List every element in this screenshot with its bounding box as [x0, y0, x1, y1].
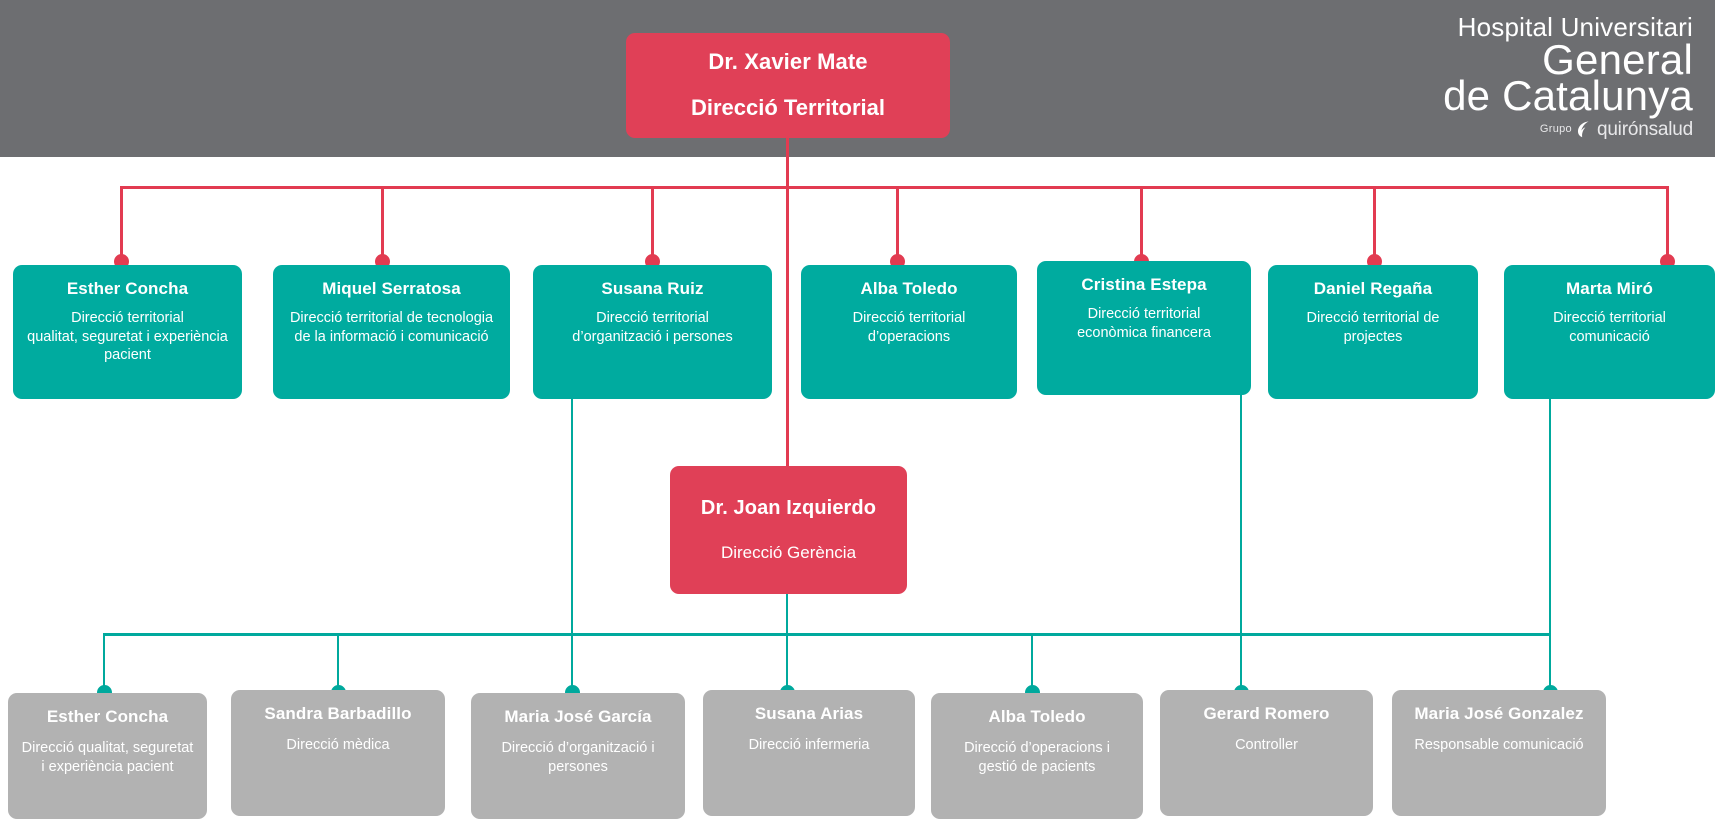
connector-cristina-estepa-down [1240, 395, 1242, 634]
node-role: Direcció d’organització i persones [501, 740, 655, 775]
node-direccio-2[interactable]: Sandra Barbadillo Direcció mèdica [231, 690, 445, 816]
node-role: Direcció infermeria [748, 737, 870, 754]
connector-drop-terr-1 [120, 186, 123, 255]
connector-drop-dir-1 [103, 633, 105, 693]
node-name: Esther Concha [66, 279, 189, 298]
connector-drop-terr-5 [1140, 186, 1143, 255]
connector-root-to-gerencia [786, 186, 789, 467]
connector-drop-dir-6 [1240, 633, 1242, 693]
node-direccio-4[interactable]: Susana Arias Direcció infermeria [703, 690, 915, 816]
node-territorial-6[interactable]: Daniel Regaña Direcció territorial de pr… [1268, 265, 1478, 399]
node-role: Direcció mèdica [286, 737, 390, 754]
node-name: Susana Ruiz [601, 279, 704, 298]
group-logo: Grupo quirónsalud [1443, 119, 1693, 141]
node-name: Alba Toledo [860, 279, 958, 298]
node-role: Direcció territorial de projectes [1306, 310, 1440, 345]
node-territorial-7[interactable]: Marta Miró Direcció territorial comunica… [1504, 265, 1715, 399]
node-role: Controller [1235, 737, 1298, 754]
node-direccio-7[interactable]: Maria José Gonzalez Responsable comunica… [1392, 690, 1606, 816]
node-name: Esther Concha [46, 707, 169, 726]
node-direccio-territorial[interactable]: Dr. Xavier Mate Direcció Territorial [626, 33, 950, 138]
node-direccio-6[interactable]: Gerard Romero Controller [1160, 690, 1373, 816]
node-name: Dr. Joan Izquierdo [700, 497, 877, 520]
node-direccio-5[interactable]: Alba Toledo Direcció d’operacions i gest… [931, 693, 1143, 819]
group-brand: quirónsalud [1596, 119, 1693, 141]
group-label: Grupo [1539, 123, 1572, 136]
node-role: Direcció Territorial [691, 94, 885, 120]
node-territorial-2[interactable]: Miquel Serratosa Direcció territorial de… [273, 265, 510, 399]
node-territorial-4[interactable]: Alba Toledo Direcció territorial d’opera… [801, 265, 1017, 399]
connector-drop-dir-7 [1549, 633, 1551, 693]
node-direccio-gerencia[interactable]: Dr. Joan Izquierdo Direcció Gerència [670, 466, 907, 594]
node-name: Gerard Romero [1203, 704, 1330, 723]
node-name: Maria José Gonzalez [1414, 704, 1584, 723]
connector-drop-terr-2 [381, 186, 384, 255]
node-role: Direcció territorial d’organització i pe… [572, 310, 733, 345]
node-name: Susana Arias [754, 704, 864, 723]
node-territorial-3[interactable]: Susana Ruiz Direcció territorial d’organ… [533, 265, 772, 399]
node-role: Direcció Gerència [720, 543, 857, 563]
connector-drop-dir-3 [571, 633, 573, 693]
logo-line-1: Hospital Universitari [1457, 12, 1693, 42]
connector-marta-miro-down [1549, 399, 1551, 634]
node-territorial-5[interactable]: Cristina Estepa Direcció territorial eco… [1037, 261, 1251, 395]
node-name: Daniel Regaña [1313, 279, 1433, 298]
node-role: Direcció territorial econòmica financera [1077, 306, 1211, 341]
connector-red-bus [120, 186, 1669, 189]
leaf-icon [1577, 121, 1592, 138]
node-role: Direcció territorial d’operacions [852, 310, 966, 345]
node-name: Miquel Serratosa [322, 279, 461, 298]
logo-line-2: General [1542, 35, 1693, 83]
logo-line-3: de Catalunya [1443, 72, 1693, 120]
connector-drop-terr-4 [896, 186, 899, 255]
connector-drop-dir-2 [337, 633, 339, 693]
node-role: Direcció territorial comunicació [1553, 310, 1666, 345]
connector-drop-terr-7 [1666, 186, 1669, 255]
connector-root-stem [786, 138, 789, 187]
node-name: Marta Miró [1566, 279, 1653, 298]
node-territorial-1[interactable]: Esther Concha Direcció territorial quali… [13, 265, 242, 399]
connector-drop-terr-3 [651, 186, 654, 255]
node-role: Direcció territorial qualitat, seguretat… [27, 310, 228, 364]
node-name: Sandra Barbadillo [264, 704, 412, 723]
node-role: Direcció territorial de tecnologia de la… [289, 310, 494, 345]
connector-gerencia-down [786, 594, 788, 634]
connector-drop-dir-4 [786, 633, 788, 693]
node-direccio-3[interactable]: Maria José García Direcció d’organitzaci… [471, 693, 685, 819]
hospital-logo: Hospital Universitari General de Catalun… [1443, 14, 1693, 140]
node-name: Maria José García [504, 707, 652, 726]
node-name: Cristina Estepa [1081, 275, 1207, 294]
node-direccio-1[interactable]: Esther Concha Direcció qualitat, seguret… [8, 693, 207, 819]
node-role: Direcció d’operacions i gestió de pacien… [964, 740, 1110, 775]
connector-drop-dir-5 [1031, 633, 1033, 693]
node-role: Direcció qualitat, seguretat i experiènc… [21, 740, 194, 775]
connector-teal-bus [103, 633, 1551, 636]
connector-susana-ruiz-down [571, 399, 573, 634]
node-role: Responsable comunicació [1414, 737, 1584, 754]
node-name: Alba Toledo [988, 707, 1086, 726]
node-name: Dr. Xavier Mate [708, 49, 868, 75]
connector-drop-terr-6 [1373, 186, 1376, 255]
